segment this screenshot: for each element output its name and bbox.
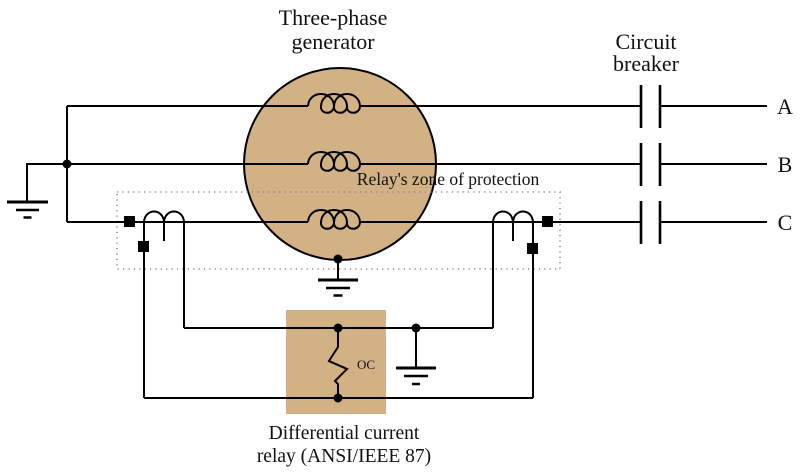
winding-phase-b-icon	[307, 151, 362, 172]
ground-symbols	[7, 200, 436, 386]
relay-caption-line2: relay (ANSI/IEEE 87)	[257, 446, 431, 467]
left-ground-icon	[7, 200, 48, 219]
breaker-phase-c-icon	[639, 201, 662, 244]
relay-bottom-junction-dot	[333, 393, 343, 403]
phase-b-label: B	[778, 152, 793, 177]
relay-caption-line1: Differential current	[269, 423, 420, 444]
oc-element-icon	[327, 330, 349, 398]
labels: Three-phase generator Circuit breaker A …	[257, 5, 793, 467]
generator-title-line1: Three-phase	[279, 5, 388, 30]
junction-dots	[62, 159, 421, 403]
ct-polarity-marks	[124, 216, 553, 254]
breaker-title-line1: Circuit	[615, 29, 676, 54]
right-ct-coil-icon	[492, 210, 534, 223]
breaker-phase-a-icon	[639, 85, 662, 128]
protection-zone-dotted-border	[116, 191, 561, 270]
ground-tap-junction-dot	[411, 323, 421, 333]
left-ct-lead-polarity-mark	[138, 241, 149, 252]
right-ct-line-polarity-mark	[542, 216, 553, 227]
winding-phase-a-icon	[307, 93, 362, 114]
oc-element-label: OC	[357, 357, 375, 372]
generator-neutral-junction-dot	[333, 254, 343, 264]
left-bus-junction-dot	[62, 159, 72, 169]
left-ct-coil-icon	[143, 210, 185, 223]
generator-neutral-ground-icon	[318, 278, 358, 297]
relay-top-junction-dot	[333, 323, 343, 333]
protection-zone-label: Relay's zone of protection	[357, 169, 540, 189]
left-ct-line-polarity-mark	[124, 216, 135, 227]
phase-a-label: A	[777, 94, 793, 119]
generator-title-line2: generator	[291, 29, 375, 54]
right-ct-lead-polarity-mark	[527, 243, 538, 254]
phase-conductors	[26, 105, 767, 279]
left-ground-tap-wire	[26, 163, 67, 201]
phase-c-label: C	[778, 210, 793, 235]
breaker-title-line2: breaker	[613, 51, 680, 76]
generator-windings	[307, 93, 362, 230]
breaker-phase-b-icon	[639, 143, 662, 186]
secondary-ground-icon	[396, 366, 436, 386]
winding-phase-c-icon	[307, 209, 362, 230]
circuit-breakers	[639, 85, 662, 244]
